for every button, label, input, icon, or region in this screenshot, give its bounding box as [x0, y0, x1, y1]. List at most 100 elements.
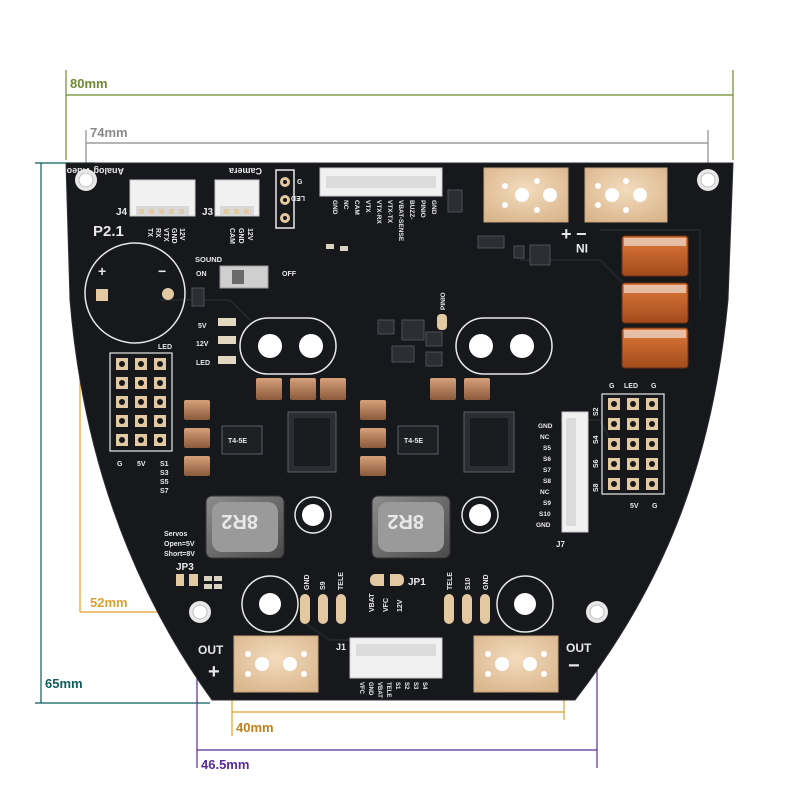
svg-text:GND: GND [170, 228, 177, 244]
svg-text:LED: LED [624, 383, 638, 390]
svg-text:5V: 5V [198, 323, 207, 330]
led-header: G - LED [275, 169, 305, 229]
svg-text:12V: 12V [397, 599, 404, 612]
dimension-52mm-label: 52mm [90, 595, 128, 610]
svg-text:S10: S10 [465, 577, 472, 590]
j1-connector: J1 VFC GND VBAT TELE S1 S2 S3 S4 [336, 637, 443, 698]
svg-text:GND: GND [304, 574, 311, 590]
svg-text:S8: S8 [593, 483, 600, 492]
battery-pad-minus [584, 167, 668, 223]
svg-text:GND: GND [367, 682, 373, 696]
j3-label: J3 [202, 207, 214, 218]
svg-text:RX: RX [154, 228, 161, 238]
board-version: P2.1 [93, 223, 124, 240]
svg-text:+: + [208, 661, 220, 683]
svg-text:8R2: 8R2 [221, 510, 258, 532]
svg-text:TELE: TELE [447, 572, 454, 590]
svg-text:ON: ON [196, 271, 207, 278]
header-pin-hole [649, 421, 655, 427]
header-pin-hole [138, 437, 144, 443]
svg-text:GND: GND [536, 522, 551, 529]
solder-pads-right: TELE S10 GND [444, 572, 490, 624]
header-pin-hole [119, 399, 125, 405]
header-pin-hole [611, 461, 617, 467]
svg-text:−: − [158, 263, 166, 279]
svg-text:S7: S7 [543, 467, 551, 474]
header-pin-hole [157, 361, 163, 367]
header-pin-hole [649, 461, 655, 467]
svg-text:Short=8V: Short=8V [164, 551, 195, 558]
svg-text:12V: 12V [178, 228, 185, 241]
header-pin-hole [649, 401, 655, 407]
header-pin-hole [157, 418, 163, 424]
svg-text:S9: S9 [320, 581, 327, 590]
svg-text:VBAT: VBAT [369, 593, 376, 612]
output-pads: OUT + OUT − [198, 635, 592, 693]
output-pad-minus [473, 635, 559, 693]
misc-smd [204, 244, 348, 589]
inductor-left: 8R2 [205, 495, 285, 559]
svg-text:VBAT: VBAT [376, 682, 382, 698]
header-pin-hole [649, 441, 655, 447]
header-pin-hole [157, 399, 163, 405]
pinio-pad: PINIO [437, 292, 447, 330]
svg-text:NC: NC [540, 434, 550, 441]
svg-text:-: - [297, 197, 300, 204]
dimension-74mm-label: 74mm [90, 125, 128, 140]
header-pin-hole [611, 481, 617, 487]
header-pin-hole [138, 361, 144, 367]
dimension-80mm-label: 80mm [70, 76, 108, 91]
svg-text:12V: 12V [196, 341, 209, 348]
svg-text:VFC: VFC [358, 682, 364, 695]
header-pin-hole [611, 441, 617, 447]
svg-text:S5: S5 [160, 479, 169, 486]
svg-text:LED: LED [196, 360, 210, 367]
svg-text:CAM: CAM [353, 200, 360, 215]
smd-parts-top-right [447, 189, 551, 266]
servos-note: Servos Open=5V Short=8V JP3 [164, 531, 198, 586]
input-label: IN [576, 241, 588, 255]
svg-text:BUZZ-: BUZZ- [408, 200, 415, 220]
svg-text:+: + [561, 224, 572, 244]
svg-text:GND: GND [483, 574, 490, 590]
buzzer: + − [84, 242, 186, 344]
sound-switch: SOUND ON OFF [195, 255, 297, 289]
svg-text:S8: S8 [543, 478, 551, 485]
jp1-label: JP1 [408, 577, 426, 588]
j4-label: J4 [116, 207, 128, 218]
svg-text:GND: GND [331, 200, 338, 215]
dimension-65mm-label: 65mm [45, 676, 83, 691]
header-pin-hole [119, 437, 125, 443]
center-smd [377, 319, 443, 367]
svg-text:VTX: VTX [364, 200, 371, 213]
svg-text:VBAT-SENSE: VBAT-SENSE [397, 200, 404, 242]
svg-text:Open=5V: Open=5V [164, 541, 195, 548]
svg-text:TELE: TELE [385, 682, 391, 697]
led-header-label: LED [291, 194, 305, 201]
svg-text:8R2: 8R2 [387, 510, 424, 532]
j7-pin-labels: GND NC S5 S6 S7 S8 NC S9 S10 GND [536, 423, 553, 529]
header-pin-hole [630, 401, 636, 407]
svg-text:S1: S1 [394, 682, 400, 690]
right-mount-slot [455, 317, 553, 375]
svg-text:LED: LED [158, 344, 172, 351]
right-servo-header: G LED G S2 S4 S6 S8 5V G [593, 383, 665, 510]
svg-text:+: + [98, 263, 106, 279]
header-pin-hole [119, 361, 125, 367]
j3-connector: Camera J3 CAM GND 12V [202, 166, 262, 244]
svg-text:5V: 5V [137, 461, 146, 468]
svg-text:VFC: VFC [383, 598, 390, 612]
jp1-jumper: JP1 VBAT VFC 12V [369, 574, 426, 612]
svg-text:S4: S4 [593, 435, 600, 444]
indicator-leds: 5V 12V LED [191, 287, 236, 367]
svg-text:12V: 12V [246, 228, 253, 241]
svg-text:VTX: VTX [162, 228, 169, 242]
svg-text:S10: S10 [539, 511, 551, 518]
left-regulator: T4-5E [184, 378, 346, 476]
header-pin-hole [138, 418, 144, 424]
out-left-label: OUT [198, 643, 224, 657]
left-mount-slot [239, 317, 337, 375]
svg-text:PINIO: PINIO [419, 200, 426, 218]
svg-text:Servos: Servos [164, 531, 187, 538]
svg-text:NC: NC [540, 489, 550, 496]
